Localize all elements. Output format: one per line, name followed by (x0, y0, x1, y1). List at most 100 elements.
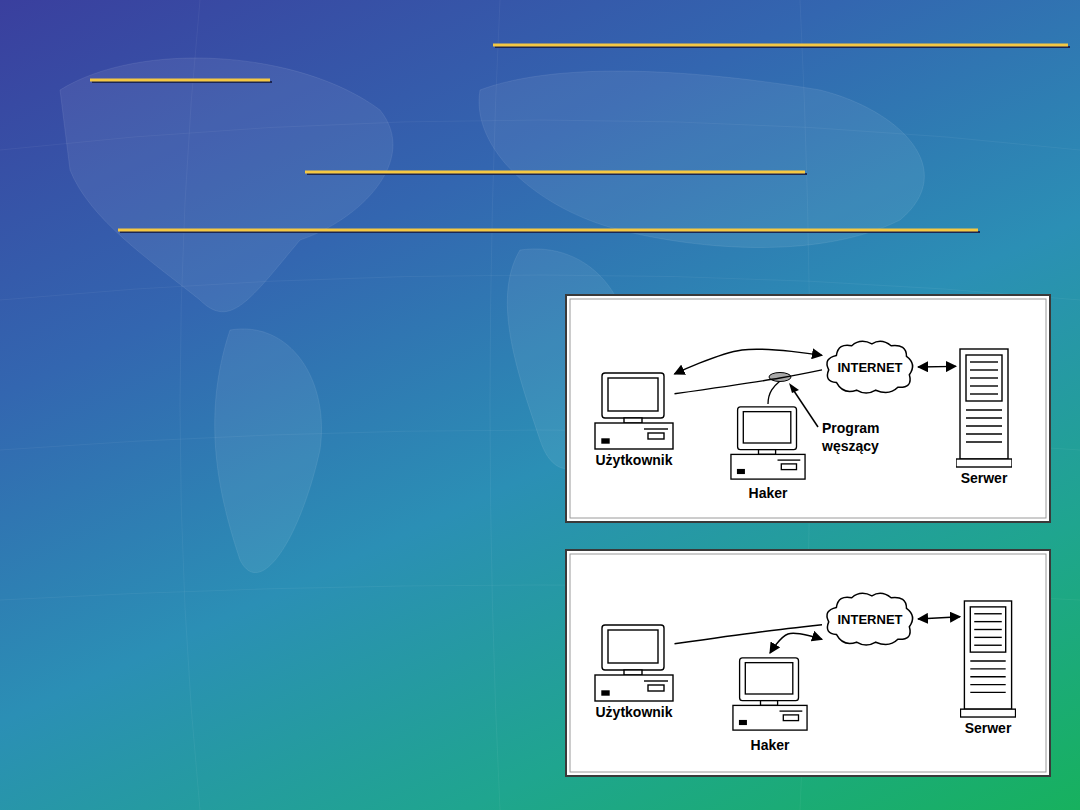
computer-node: Haker (730, 403, 806, 504)
continent-shape (60, 58, 393, 312)
panel-inner-frame (570, 299, 1046, 518)
drive-slot (970, 377, 998, 378)
device-label: Serwer (956, 470, 1012, 487)
device-label: Serwer (960, 720, 1016, 737)
power-led (602, 439, 609, 443)
network-wire (675, 370, 823, 394)
device-label: Haker (732, 737, 808, 754)
server-node: Serwer (956, 348, 1012, 489)
network-cloud: INTERNET (822, 338, 918, 396)
callout-label: Program węszący (822, 419, 904, 455)
drive-slot (974, 645, 1002, 646)
vent-line (970, 676, 1005, 677)
monitor-screen (745, 663, 793, 694)
device-label: Haker (730, 485, 806, 502)
diagram-panels (566, 295, 1050, 776)
device-label: Użytkownik (593, 704, 674, 721)
drive-slot (970, 361, 998, 362)
grid-line (0, 120, 1080, 150)
monitor-case (602, 373, 664, 418)
continent-shape (215, 329, 322, 573)
server-tower (960, 349, 1008, 459)
continent-shape (479, 71, 924, 247)
drive-slot (644, 428, 668, 429)
server-node: Serwer (960, 600, 1016, 739)
vent-line (970, 692, 1005, 693)
vent-line (966, 441, 1002, 442)
vent-line (966, 409, 1002, 410)
vent-line (970, 684, 1005, 685)
server-icon (956, 349, 1012, 467)
panel-inner-frame (570, 554, 1046, 772)
drive-bay (648, 433, 664, 439)
computer-node: Haker (732, 653, 808, 756)
panel-frame (566, 295, 1050, 522)
monitor-stand (624, 670, 642, 675)
computer-icon (730, 403, 806, 483)
computer-icon (594, 372, 674, 450)
vent-line (970, 668, 1005, 669)
vent-line (966, 417, 1002, 418)
monitor-screen (743, 412, 791, 443)
drive-slot (780, 710, 803, 711)
drive-slot (974, 629, 1002, 630)
drive-bay (648, 685, 664, 691)
monitor-case (602, 625, 664, 670)
traffic-arrow (918, 366, 956, 368)
monitor-stand (759, 450, 776, 455)
drive-slot (974, 637, 1002, 638)
drive-slot (974, 621, 1002, 622)
system-unit (733, 705, 807, 730)
monitor-screen (608, 630, 658, 663)
server-base (956, 459, 1012, 467)
system-unit (595, 423, 673, 449)
panel-frame (566, 550, 1050, 776)
yellow-underline (493, 44, 1068, 47)
system-unit (595, 675, 673, 701)
drive-slot (970, 393, 998, 394)
server-base (960, 709, 1015, 717)
computer-icon (732, 653, 808, 735)
system-unit (731, 454, 805, 479)
traffic-arrow (918, 617, 960, 619)
computer-node: Użytkownik (593, 372, 674, 471)
computer-icon (733, 658, 807, 730)
drive-slot (974, 613, 1002, 614)
monitor-case (738, 407, 797, 450)
monitor-stand (761, 701, 778, 706)
drive-slot (970, 369, 998, 370)
computer-node: Użytkownik (593, 624, 674, 723)
yellow-underline (118, 229, 978, 232)
server-panel (966, 355, 1002, 401)
traffic-arrow (675, 349, 823, 374)
traffic-arrow (770, 633, 822, 653)
cloud-label: INTERNET (822, 359, 918, 376)
hacker-tap-wire (768, 381, 780, 404)
drive-slot (970, 385, 998, 386)
power-led (602, 691, 609, 695)
power-led (740, 721, 747, 725)
monitor-stand (624, 418, 642, 423)
vent-line (966, 425, 1002, 426)
leader-arrowhead (789, 383, 799, 393)
server-icon (960, 601, 1015, 717)
yellow-underline (90, 79, 270, 82)
server-icon (960, 600, 1016, 718)
network-cloud: INTERNET (822, 590, 918, 648)
server-icon (956, 348, 1012, 468)
monitor-screen (608, 378, 658, 411)
server-tower (964, 601, 1011, 709)
title-underlines (90, 45, 1070, 232)
drive-slot (644, 680, 668, 681)
power-led (738, 470, 745, 474)
drive-slot (778, 459, 801, 460)
device-label: Użytkownik (593, 452, 674, 469)
computer-icon (595, 625, 673, 701)
vent-line (966, 433, 1002, 434)
computer-icon (731, 407, 805, 479)
vent-line (970, 660, 1005, 661)
